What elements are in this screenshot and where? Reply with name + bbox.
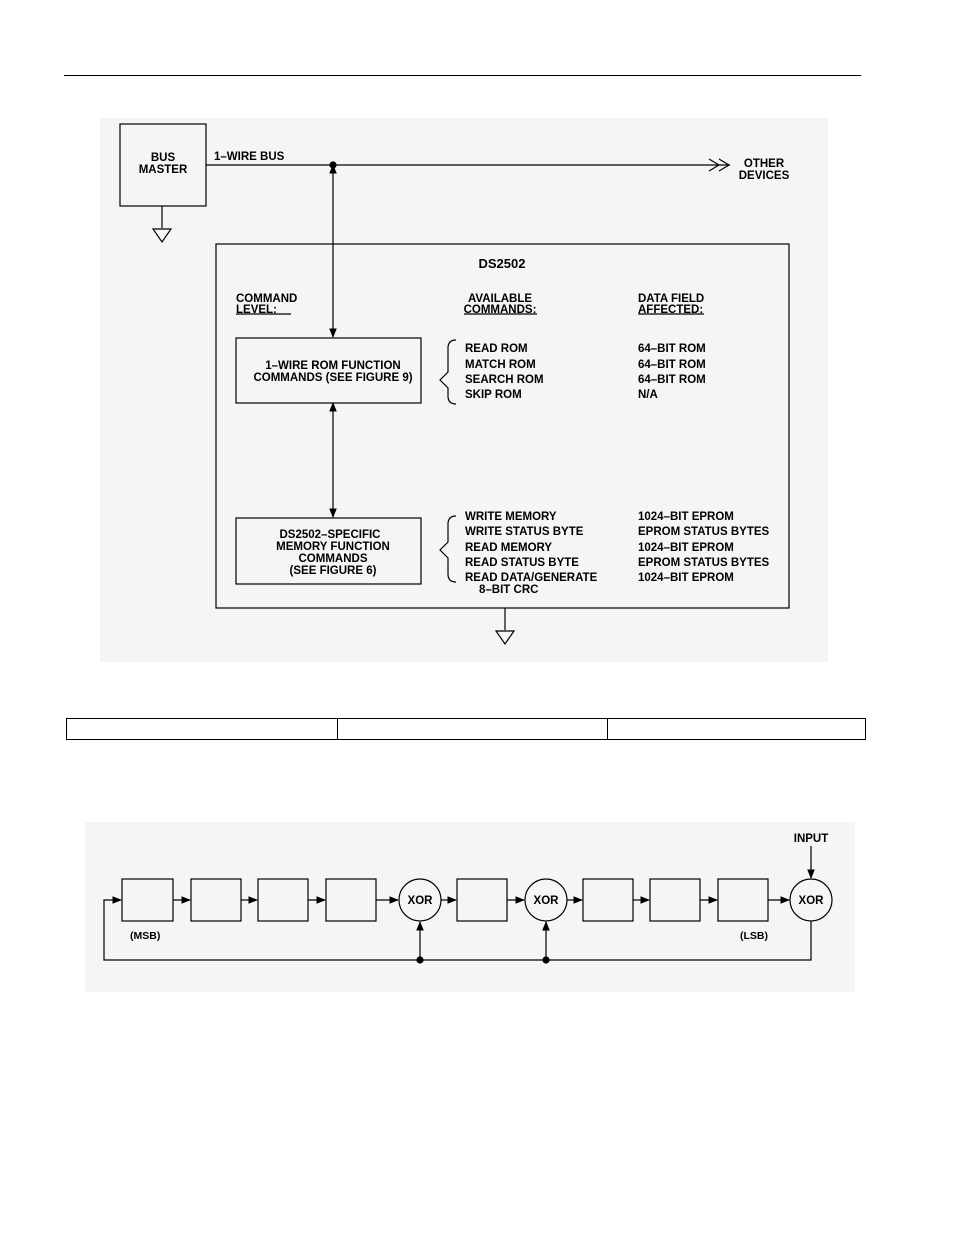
rom-data-field: 64–BIT ROM [638, 374, 706, 386]
memory-data-field: 1024–BIT EPROM [638, 572, 734, 584]
memory-data-field: EPROM STATUS BYTES [638, 526, 770, 538]
available-commands-header-line1: AVAILABLE [468, 293, 532, 305]
rom-function-box [235, 337, 422, 404]
shift-register-stage [649, 878, 701, 922]
ground-icon [494, 630, 516, 646]
caption-table [66, 718, 866, 740]
rom-command: READ ROM [465, 343, 528, 355]
shift-register-stage [121, 878, 174, 922]
memory-box-label-line1: DS2502–SPECIFIC [280, 529, 381, 541]
double-chevron-icon [708, 158, 731, 172]
crc-diagram-panel [85, 822, 855, 992]
hierarchy-diagram-panel [100, 118, 828, 662]
rom-command: MATCH ROM [465, 359, 536, 371]
data-field-header-line1: DATA FIELD [638, 293, 704, 305]
memory-command: WRITE STATUS BYTE [465, 526, 584, 538]
bus-master-label-line1: BUS [151, 152, 176, 164]
memory-data-field: EPROM STATUS BYTES [638, 557, 770, 569]
hierarchy-diagram [119, 123, 790, 646]
rom-commands-brace [439, 339, 457, 405]
data-field-header-line2: AFFECTED: [638, 304, 703, 316]
shift-register-stage [582, 878, 634, 922]
memory-command: READ MEMORY [465, 542, 552, 554]
available-commands-header-line2: COMMANDS: [464, 304, 537, 316]
command-level-header-line1: COMMAND [236, 293, 297, 305]
bus-label: 1–WIRE BUS [214, 151, 285, 163]
crc-diagram [103, 846, 833, 964]
shift-register-stage [190, 878, 242, 922]
rom-command: SEARCH ROM [465, 374, 544, 386]
memory-data-field: 1024–BIT EPROM [638, 511, 734, 523]
memory-box-label-line2: MEMORY FUNCTION [276, 541, 390, 553]
device-title: DS2502 [479, 256, 526, 271]
memory-box-label-line3: COMMANDS [299, 553, 368, 565]
xor-label: XOR [534, 895, 560, 907]
rom-box-label-line1: 1–WIRE ROM FUNCTION [265, 360, 400, 372]
shift-register-stage [717, 878, 769, 922]
rom-data-field: N/A [638, 389, 658, 401]
rom-data-field: 64–BIT ROM [638, 343, 706, 355]
memory-command: READ DATA/GENERATE [465, 572, 598, 584]
bus-master-label-line2: MASTER [139, 164, 188, 176]
other-devices-label-line2: DEVICES [739, 170, 790, 182]
msb-label: (MSB) [130, 930, 160, 942]
memory-command: READ STATUS BYTE [465, 557, 579, 569]
lsb-label: (LSB) [740, 930, 768, 942]
memory-data-field: 1024–BIT EPROM [638, 542, 734, 554]
memory-commands-brace [439, 515, 457, 583]
caption-cell [67, 719, 338, 739]
memory-function-box [235, 517, 422, 585]
ds2502-box [215, 243, 790, 609]
memory-command: WRITE MEMORY [465, 511, 557, 523]
caption-cell [338, 719, 608, 739]
ground-icon [151, 228, 173, 244]
xor-label: XOR [799, 895, 825, 907]
xor-label: XOR [408, 895, 434, 907]
rom-command: SKIP ROM [465, 389, 522, 401]
memory-command-continuation: 8–BIT CRC [479, 584, 538, 596]
command-level-header-line2: LEVEL: [236, 304, 277, 316]
shift-register-stage [325, 878, 377, 922]
shift-register-stage [456, 878, 508, 922]
shift-register-stage [257, 878, 309, 922]
other-devices-label-line1: OTHER [744, 158, 785, 170]
memory-box-label-line4: (SEE FIGURE 6) [290, 565, 377, 577]
input-label: INPUT [794, 833, 829, 845]
rom-data-field: 64–BIT ROM [638, 359, 706, 371]
caption-cell [608, 719, 865, 739]
hierarchy-text: BUS MASTER 1–WIRE BUS OTHER DEVICES DS25… [139, 151, 790, 596]
page-header-rule [64, 75, 861, 76]
rom-box-label-line2: COMMANDS (SEE FIGURE 9) [253, 372, 412, 384]
crc-text: INPUT XOR XOR XOR (MSB) (LSB) [130, 833, 828, 942]
